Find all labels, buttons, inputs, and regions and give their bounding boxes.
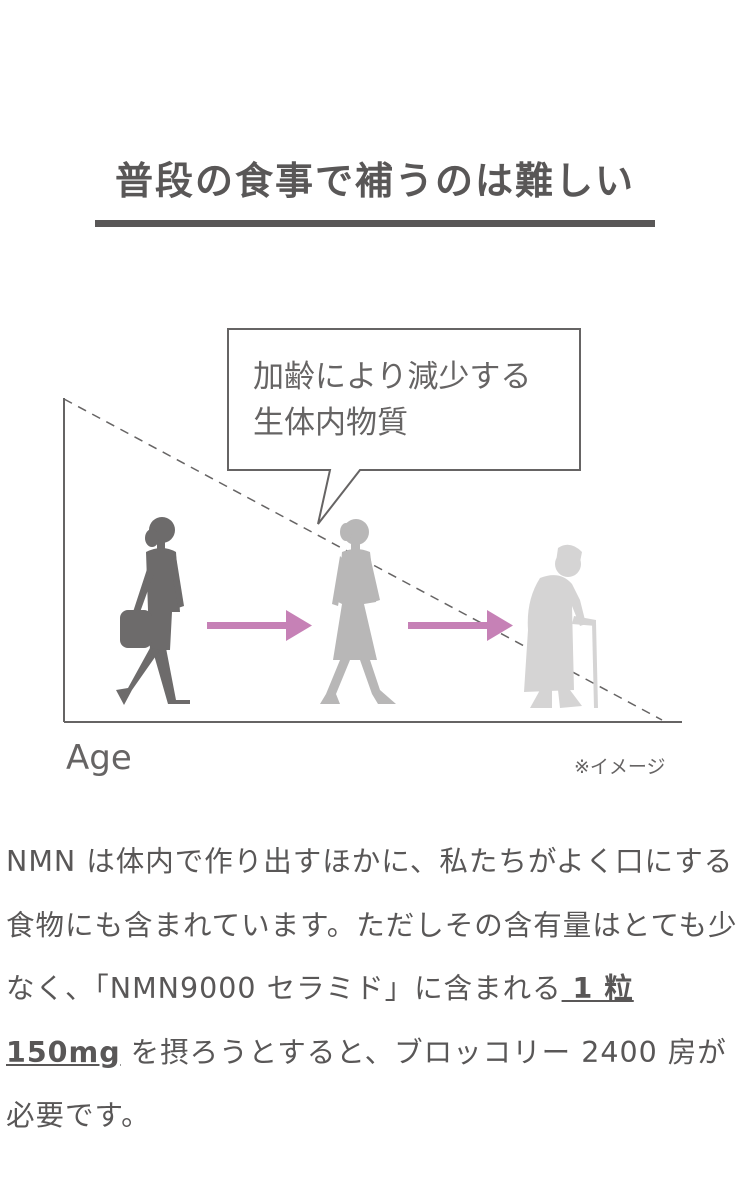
elderly-woman-figure xyxy=(524,544,598,708)
speech-bubble xyxy=(227,328,581,525)
young-woman-figure xyxy=(116,517,190,705)
arrow-1 xyxy=(207,610,312,641)
x-axis-label: Age xyxy=(66,738,132,778)
page-title: 普段の食事で補うのは難しい xyxy=(114,159,635,203)
body-text-part2: を摂ろうとすると、ブロッコリー 2400 房が必要です。 xyxy=(6,1035,727,1133)
middle-aged-woman-figure xyxy=(320,519,396,704)
body-paragraph: NMN は体内で作り出すほかに、私たちがよく口にする食物にも含まれています。ただ… xyxy=(6,830,750,1148)
dosage-emphasis: 1 粒 150mg xyxy=(6,972,634,1069)
body-text-part1: NMN は体内で作り出すほかに、私たちがよく口にする食物にも含まれています。ただ… xyxy=(6,845,738,1005)
title-underline xyxy=(95,220,655,227)
arrow-2 xyxy=(408,610,513,641)
decline-diagram xyxy=(63,328,682,723)
bubble-text: 加齢により減少する 生体内物質 xyxy=(253,359,532,441)
image-note: ※イメージ xyxy=(574,756,666,778)
